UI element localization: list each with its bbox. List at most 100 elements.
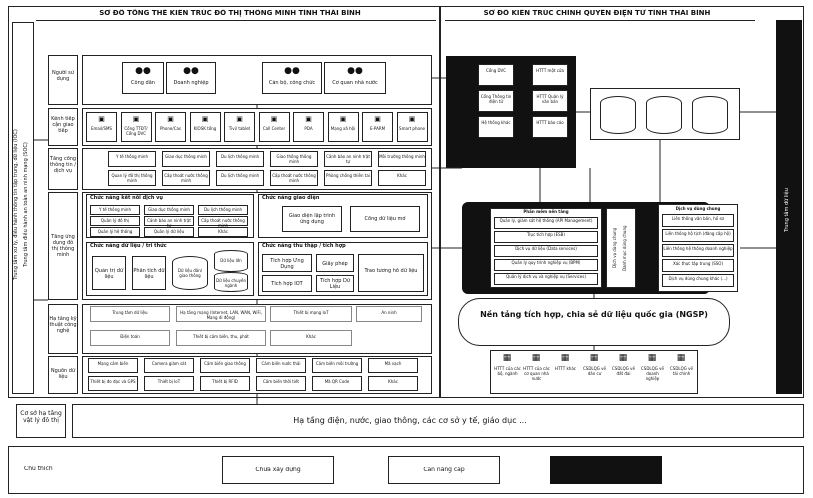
- datasource-label: Khác: [388, 379, 398, 384]
- national-label: HTTT của các bộ, ngành: [494, 366, 521, 376]
- datasource-item: [256, 376, 306, 391]
- national-icon: ▦: [502, 353, 512, 363]
- data-governance: [92, 256, 126, 290]
- channel-item: [258, 112, 290, 142]
- api-box: [282, 206, 342, 232]
- legend-existing: [550, 456, 662, 484]
- channel-label: Call Center: [262, 126, 286, 131]
- portal-label: Khác: [397, 173, 407, 178]
- infra-item: [356, 306, 422, 322]
- shared-service-item: [662, 274, 734, 287]
- portal-item: [162, 170, 210, 186]
- national-icon: ▦: [676, 353, 686, 363]
- channel-item: [189, 112, 221, 142]
- layer-label-data: [48, 356, 78, 394]
- datasource-label: Cảm biến môi trường: [315, 361, 359, 366]
- national-label: CSDLQG về dân cư: [583, 366, 606, 376]
- egov-app-label: Cổng Thông tin điện tử: [480, 94, 512, 104]
- integ-data: [316, 275, 354, 292]
- portal-label: Quan lý đô thị thông minh: [111, 173, 153, 183]
- db-population: [172, 256, 208, 290]
- egov-app-label: HTTT một cửa: [536, 68, 564, 73]
- channel-item: [396, 112, 428, 142]
- shared-service-label: Liên thông hộ tịch (đăng cấp hộ): [665, 231, 731, 236]
- portal-label: Y tế thông minh: [116, 154, 148, 159]
- channel-label: KIOSK tổng: [193, 126, 217, 131]
- csdl-db: [646, 96, 682, 134]
- platform-label: Quản lý dịch vụ và nghiệp vụ (Services): [506, 274, 586, 279]
- portal-item: [108, 151, 156, 167]
- platform-label: Quản lý quy trình nghiệp vụ (BPM): [511, 260, 581, 265]
- portal-label: Phòng chống thiên tai: [326, 173, 370, 178]
- shared-service-item: [662, 229, 734, 242]
- service-item: [144, 227, 194, 237]
- open-data-box: [350, 206, 420, 232]
- channel-label: E-PARM: [369, 126, 386, 131]
- infra-item: [270, 306, 352, 322]
- egov-app-label: HTTT báo cáo: [536, 120, 564, 125]
- infra-label: Trung tâm dữ liệu: [112, 310, 148, 315]
- service-label: Cấp thoát nước thông minh: [201, 218, 245, 228]
- channel-icon: ▣: [132, 115, 140, 123]
- national-label: CSDLQG về tài chính: [670, 366, 693, 376]
- egov-app-label: Hệ thống khác: [481, 120, 511, 125]
- user-icon: ●●: [135, 66, 151, 76]
- service-item: [90, 227, 140, 237]
- integ-license: [316, 254, 354, 272]
- channel-label: Mạng xã hội: [330, 126, 356, 131]
- channel-icon: ▣: [408, 115, 416, 123]
- portal-label: Cảnh báo an ninh trật tự: [326, 154, 370, 164]
- egov-app-label: HTTT Quản lý văn bản: [536, 94, 564, 104]
- datasource-label: Thiết bị đo đạc và GPS: [90, 379, 136, 384]
- platform-item: [494, 231, 598, 243]
- datasource-item: [312, 376, 362, 391]
- csdl-label: CSDL khác: [699, 110, 721, 115]
- portal-label: Du lịch thông minh: [220, 154, 260, 159]
- portal-item: [378, 151, 426, 167]
- platform-label: Trục tích hợp (ESB): [527, 232, 565, 237]
- layer-label-portal: [48, 148, 78, 190]
- ioc-soc-column: [12, 22, 34, 394]
- channel-label: Cổng TTĐT/ Cổng DVC: [124, 126, 148, 136]
- layer-label-users: [48, 55, 78, 105]
- egov-app: [478, 90, 514, 112]
- infra-label: An ninh: [381, 310, 397, 315]
- egov-app: [478, 64, 514, 86]
- portal-item: [162, 151, 210, 167]
- integ-exchange: [358, 254, 424, 292]
- csdl-db: [600, 96, 636, 134]
- shared-service-item: [662, 259, 734, 272]
- national-label: HTTT khác: [555, 366, 576, 371]
- egov-app-label: Cổng DVC: [485, 68, 507, 73]
- platform-item: [494, 217, 598, 229]
- channel-icon: ▣: [201, 115, 209, 123]
- service-item: [198, 227, 248, 237]
- layer-label-channels: [48, 108, 78, 146]
- datasource-label: Cảm biến giao thông: [204, 361, 246, 366]
- channel-item: [86, 112, 117, 142]
- national-icon: ▦: [589, 353, 599, 363]
- user-icon: ●●: [284, 66, 300, 76]
- service-item: [144, 216, 194, 226]
- portal-item: [270, 151, 318, 167]
- service-label: Quản lý đô thị: [100, 218, 130, 223]
- datasource-label: Mã vạch: [384, 361, 402, 366]
- infra-label: Thiết bị cảm biến, thu, phát: [193, 334, 249, 339]
- datasource-item: [88, 376, 138, 391]
- channel-icon: ▣: [339, 115, 347, 123]
- service-item: [144, 205, 194, 215]
- data-center-column: [776, 20, 802, 394]
- infra-item: [176, 330, 266, 346]
- national-icon: ▦: [647, 353, 657, 363]
- shared-service-label: Xác thực tập trung (SSO): [672, 261, 724, 266]
- channel-item: [293, 112, 324, 142]
- national-label: HTTT của các cơ quan nhà nước: [523, 366, 550, 381]
- csdl-label: CSDL dân cư: [605, 110, 631, 115]
- shared-catalog-box: [606, 208, 636, 288]
- datasource-item: [200, 358, 250, 373]
- channel-item: [224, 112, 255, 142]
- platform-item: [494, 273, 598, 285]
- national-icon: ▦: [618, 353, 628, 363]
- channel-item: [120, 112, 152, 142]
- platform-label: Dịch vụ dữ liệu (Data services): [515, 246, 577, 251]
